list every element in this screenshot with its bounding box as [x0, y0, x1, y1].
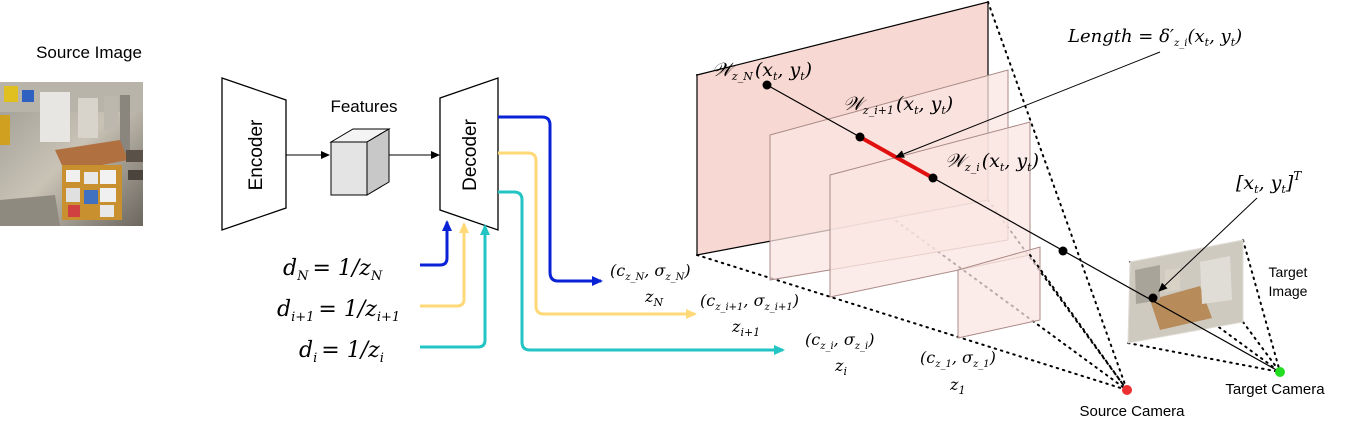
decoder-label: Decoder	[460, 118, 481, 190]
warp-label-i: 𝒲z_i(xt, yt)	[945, 150, 1039, 174]
svg-text:Length = δ′z_i(xt, yt): Length = δ′z_i(xt, yt)	[1067, 26, 1242, 49]
svg-text:di= 1/zi: di= 1/zi	[299, 338, 384, 366]
target-image	[1127, 239, 1244, 344]
depth-plane-1	[957, 246, 1041, 339]
input-arrow-cyan	[420, 224, 490, 349]
target-camera-dot	[1275, 367, 1285, 377]
svg-text:di+1= 1/zi+1: di+1= 1/zi+1	[277, 297, 400, 325]
decoder-block	[439, 77, 499, 231]
target-image-label-2: Image	[1269, 283, 1308, 299]
svg-text:𝒲z_i+1(xt, yt): 𝒲z_i+1(xt, yt)	[843, 93, 953, 117]
svg-text:(cz_i, σz_i): (cz_i, σz_i)	[805, 330, 874, 352]
cube-icon	[329, 128, 391, 196]
point-w-N	[762, 80, 772, 90]
input-arrow-blue	[420, 220, 452, 267]
point-w-i	[928, 173, 938, 183]
svg-text:𝒲z_N(xt, yt): 𝒲z_N(xt, yt)	[712, 59, 812, 83]
svg-text:(cz_N, σz_N): (cz_N, σz_N)	[610, 261, 691, 283]
source-camera-dot	[1122, 385, 1132, 395]
svg-text:(cz_i+1, σz_i+1): (cz_i+1, σz_i+1)	[700, 291, 799, 313]
output-arrow-yellow	[498, 151, 697, 319]
target-pointer-arrow	[1158, 197, 1258, 292]
target-image-label-1: Target	[1269, 264, 1308, 280]
input-label-di1: di+1= 1/zi+1	[277, 297, 400, 325]
output-label-i: (cz_i, σz_i) zi	[805, 330, 874, 378]
source-image	[0, 82, 143, 226]
point-w-i1	[855, 132, 865, 142]
length-pointer-arrow	[895, 51, 1161, 158]
output-label-1: (cz_1, σz_1) z1	[920, 348, 996, 397]
svg-text:zN: zN	[644, 287, 663, 309]
frustum-foreground	[1029, 254, 1128, 391]
svg-text:dN= 1/zN: dN= 1/zN	[283, 256, 383, 284]
svg-text:𝒲z_i(xt, yt): 𝒲z_i(xt, yt)	[945, 150, 1039, 174]
features-label: Features	[330, 97, 397, 116]
svg-text:zi: zi	[834, 356, 847, 378]
length-label: Length = δ′z_i(xt, yt)	[1067, 26, 1242, 49]
ray-line	[766, 84, 1281, 373]
svg-text:[xt, yt]T: [xt, yt]T	[1236, 169, 1302, 196]
svg-text:zi+1: zi+1	[731, 317, 760, 339]
target-camera-label: Target Camera	[1225, 381, 1325, 398]
svg-text:z1: z1	[949, 375, 965, 397]
target-point-label: [xt, yt]T	[1236, 169, 1302, 196]
output-label-i1: (cz_i+1, σz_i+1) zi+1	[700, 291, 799, 339]
source-image-title: Source Image	[36, 43, 142, 62]
warp-label-i1: 𝒲z_i+1(xt, yt)	[843, 93, 953, 117]
output-arrow-blue	[498, 115, 603, 286]
source-camera-label: Source Camera	[1079, 403, 1185, 420]
output-arrow-cyan	[498, 190, 785, 355]
point-w-1	[1058, 246, 1068, 256]
warp-label-N: 𝒲z_N(xt, yt)	[712, 59, 812, 83]
input-arrow-yellow	[420, 222, 469, 308]
input-label-dN: dN= 1/zN	[283, 256, 383, 284]
encoder-block	[221, 77, 287, 231]
encoder-label: Encoder	[246, 119, 267, 190]
point-target	[1148, 293, 1158, 303]
output-label-N: (cz_N, σz_N) zN	[610, 261, 691, 309]
input-label-di: di= 1/zi	[299, 338, 384, 366]
svg-text:(cz_1, σz_1): (cz_1, σz_1)	[920, 348, 996, 370]
